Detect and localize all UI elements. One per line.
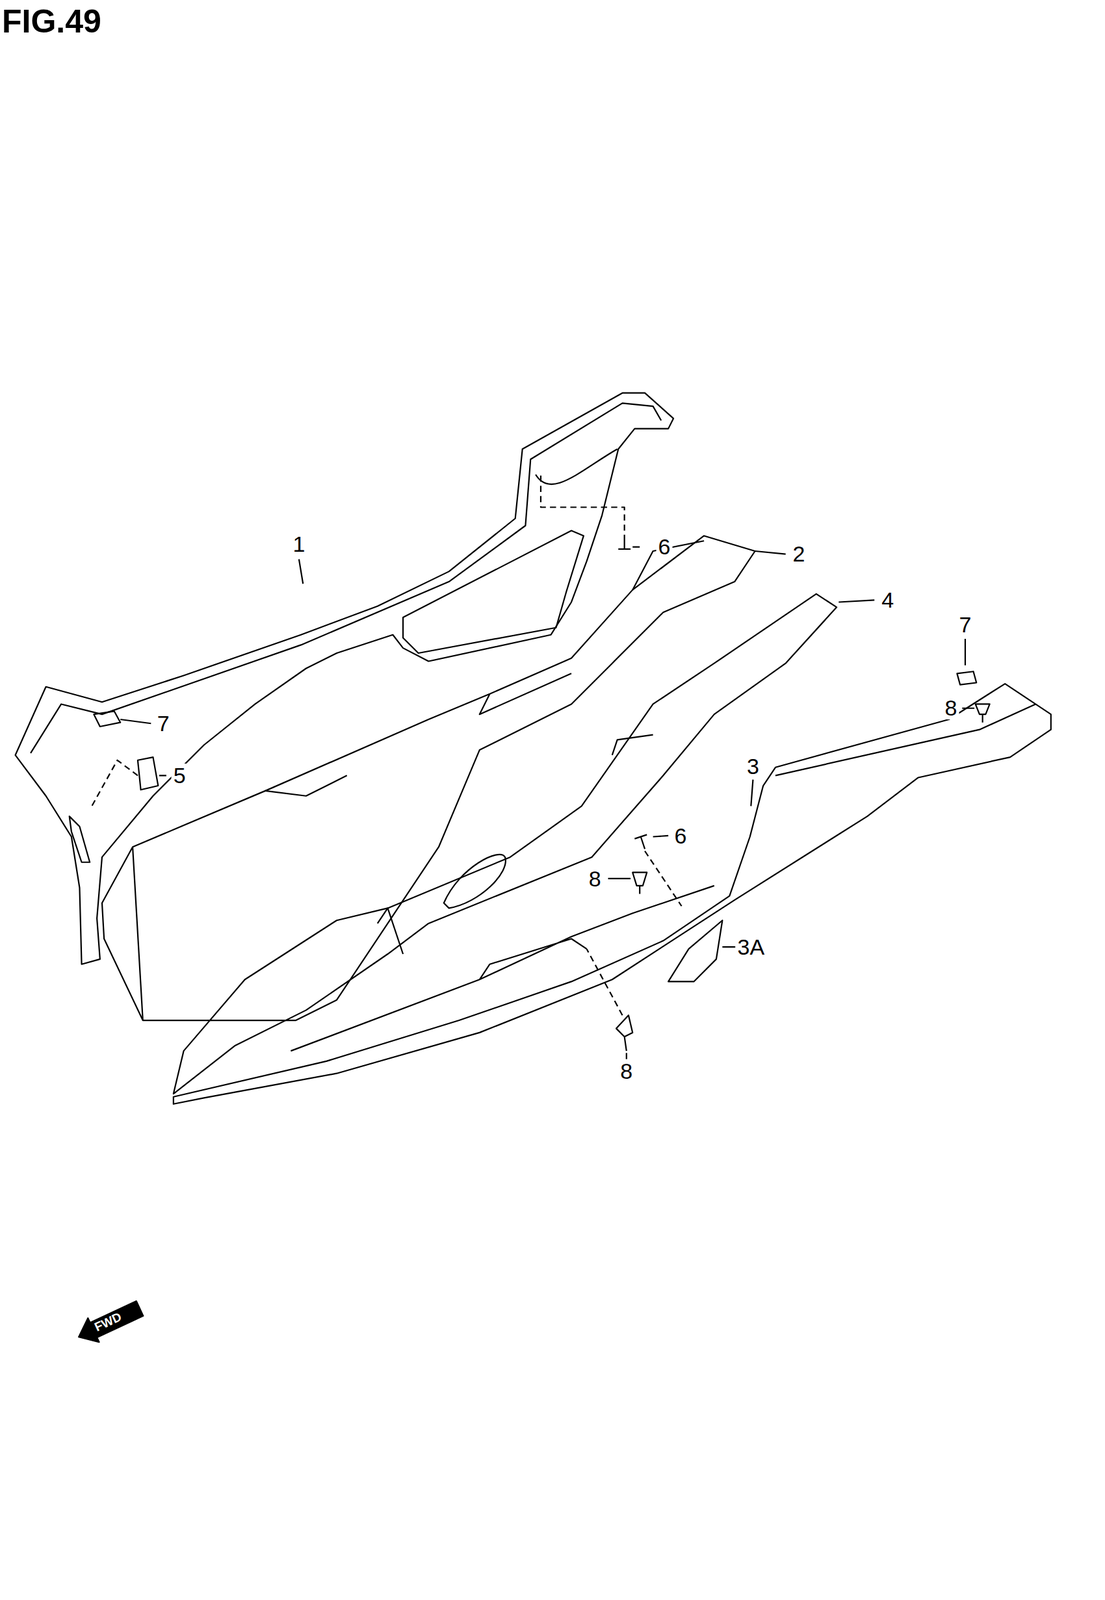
- callout-number: 8: [586, 867, 604, 891]
- callout-number: 5: [171, 763, 188, 788]
- leader-line: [120, 547, 975, 1060]
- floor-liner: [173, 594, 837, 1094]
- lower-rail: [173, 683, 1052, 1105]
- screw: [634, 834, 647, 849]
- forward-arrow: [73, 1296, 146, 1350]
- callout-number: 8: [618, 1059, 635, 1083]
- side-cover: [15, 393, 674, 965]
- callout-number: 7: [956, 612, 974, 637]
- rail-end-cap: [668, 920, 723, 982]
- cover-slot: [69, 816, 90, 863]
- callout-number: 8: [943, 696, 960, 720]
- floor-liner-hole: [443, 854, 506, 909]
- push-pin: [632, 872, 647, 894]
- push-pin: [975, 703, 990, 723]
- clip: [93, 711, 121, 727]
- push-pin: [616, 1015, 633, 1052]
- callout-number: 3: [744, 754, 762, 779]
- callout-number: 1: [290, 532, 307, 556]
- callout-number: 2: [791, 542, 808, 566]
- callout-number: 6: [655, 534, 673, 559]
- callout-number: 6: [672, 824, 689, 848]
- screw: [618, 534, 631, 550]
- floor-panel-edge: [132, 540, 704, 1021]
- callout-number: 7: [155, 711, 172, 736]
- clip: [956, 671, 977, 685]
- cover-curve: [535, 449, 618, 485]
- callout-number: 4: [879, 588, 896, 612]
- callout-number: 3A: [735, 935, 767, 959]
- cover-handle-recess: [403, 531, 584, 654]
- cover-inner-line: [30, 403, 662, 753]
- hidden-line: [91, 471, 682, 1016]
- clip: [137, 757, 158, 790]
- figure-title: FIG.49: [1, 5, 102, 38]
- floor-panel: [102, 535, 756, 1021]
